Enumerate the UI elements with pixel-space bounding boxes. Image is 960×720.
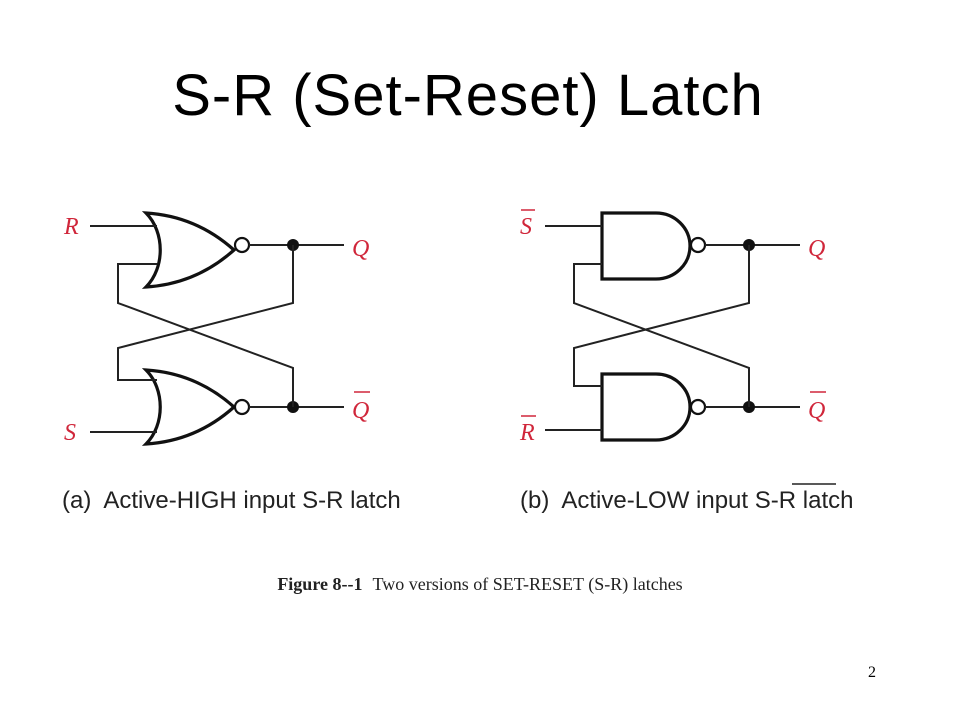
figure-caption: Figure 8--1 Two versions of SET-RESET (S-…: [0, 574, 960, 595]
label-r-bar: R: [519, 420, 535, 446]
nor-gate-top: [141, 211, 237, 289]
nand-latch-circuit: S R Q Q: [519, 209, 826, 446]
label-s-bar: S: [520, 214, 532, 240]
label-r: R: [63, 214, 79, 240]
label-q-b: Q: [808, 236, 825, 262]
figure-label: Figure 8--1: [277, 574, 363, 594]
label-q: Q: [352, 236, 369, 262]
label-q-bar-b: Q: [808, 398, 825, 424]
nor-bottom-bubble: [233, 398, 251, 416]
feedback-q-to-bottom-b: [573, 245, 750, 387]
caption-a: (a) Active-HIGH input S-R latch: [62, 487, 401, 514]
label-s: S: [64, 420, 76, 446]
nor-gate-bottom: [141, 368, 237, 446]
feedback-q-to-bottom: [117, 245, 294, 381]
latch-diagram: R S Q Q S R Q Q (a) Active-HIGH input: [62, 209, 853, 514]
nand-top-bubble: [689, 236, 707, 254]
nor-top-bubble: [233, 236, 251, 254]
feedback-qbar-to-top: [117, 263, 294, 407]
feedback-qbar-to-top-b: [573, 263, 750, 407]
caption-b-overlined: S-R: [755, 487, 796, 514]
nand-gate-top: [600, 211, 692, 281]
caption-b-prefix: (b) Active-LOW input: [520, 487, 755, 514]
figure-text: Two versions of SET-RESET (S-R) latches: [372, 574, 683, 594]
page-number: 2: [868, 664, 876, 681]
nor-latch-circuit: R S Q Q: [63, 211, 370, 446]
nand-gate-bottom: [600, 372, 692, 442]
caption-b-suffix: latch: [796, 487, 853, 514]
slide-title: S-R (Set-Reset) Latch: [172, 63, 764, 128]
caption-b: (b) Active-LOW input S-R latch: [520, 487, 853, 514]
label-q-bar: Q: [352, 398, 369, 424]
nand-bottom-bubble: [689, 398, 707, 416]
